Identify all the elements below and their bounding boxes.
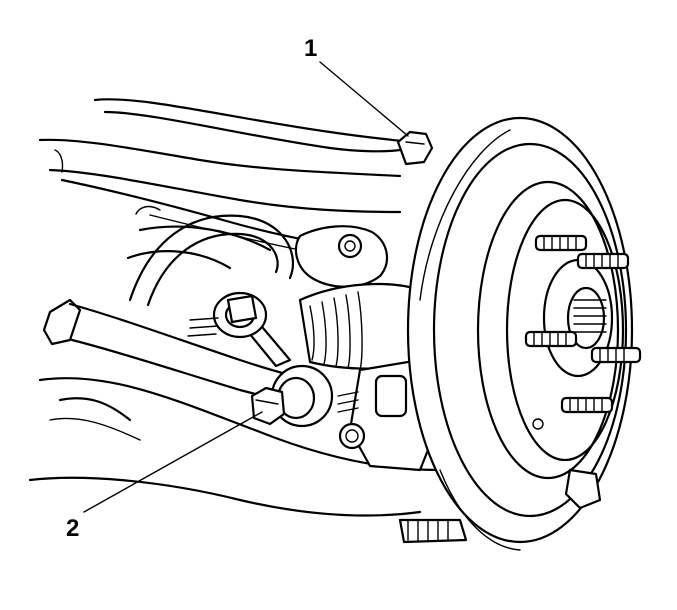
stabilizer-link <box>187 291 292 368</box>
wheel-stud-4 <box>590 346 642 364</box>
leader-line-2 <box>83 411 263 513</box>
wheel-stud-1 <box>534 234 588 252</box>
knuckle-bracket <box>294 225 389 288</box>
wheel-stud-3 <box>524 330 578 348</box>
top-nut-fastener <box>396 130 434 166</box>
stabilizer-tube <box>126 205 295 307</box>
wheel-studs <box>524 234 642 430</box>
caliper-bracket <box>398 468 602 544</box>
callout-label-2: 2 <box>66 515 79 542</box>
axle-boot <box>298 282 432 371</box>
wheel-stud-5 <box>560 396 614 414</box>
callout-label-1: 1 <box>304 35 317 62</box>
link-nut-fastener <box>250 364 334 428</box>
leader-lines <box>83 61 409 513</box>
wheel-stud-2 <box>576 252 630 270</box>
leader-line-1 <box>319 61 409 137</box>
